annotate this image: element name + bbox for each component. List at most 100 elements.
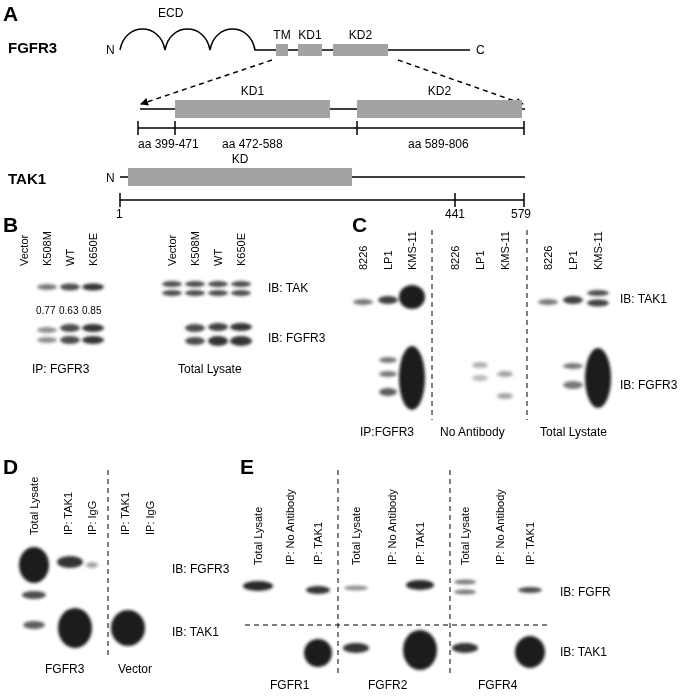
figure-label: IB: TAK bbox=[268, 281, 308, 295]
figure-ellipse bbox=[379, 388, 397, 396]
lane-label: 8226 bbox=[542, 246, 554, 270]
figure-ellipse bbox=[82, 336, 104, 344]
figure-ellipse bbox=[344, 586, 368, 591]
figure-label: aa 589-806 bbox=[408, 137, 469, 151]
figure-line bbox=[108, 470, 109, 655]
lane-label: K650E bbox=[87, 233, 99, 266]
domain-label: KD bbox=[232, 152, 249, 166]
figure-line bbox=[174, 121, 176, 135]
lane-label: IP: No Antibody bbox=[386, 489, 398, 565]
figure-ellipse bbox=[208, 281, 228, 287]
figure-ellipse bbox=[379, 371, 397, 377]
figure-ellipse bbox=[208, 290, 228, 296]
figure-ellipse bbox=[162, 281, 182, 287]
figure-label: IB: FGFR3 bbox=[620, 378, 677, 392]
domain-box: TM bbox=[276, 44, 288, 56]
figure-line bbox=[523, 121, 525, 135]
figure-ellipse bbox=[86, 562, 98, 568]
figure-label: C bbox=[476, 43, 485, 57]
figure-ellipse bbox=[185, 324, 205, 332]
figure-ellipse bbox=[82, 284, 104, 291]
lane-label: LP1 bbox=[382, 250, 394, 270]
domain-label: KD2 bbox=[349, 28, 372, 42]
lane-label: LP1 bbox=[474, 250, 486, 270]
figure-ellipse bbox=[515, 636, 545, 668]
protein-name: FGFR3 bbox=[8, 39, 57, 57]
figure-ellipse bbox=[306, 586, 330, 594]
figure-ellipse bbox=[538, 299, 558, 305]
lane-label: LP1 bbox=[567, 250, 579, 270]
figure-ellipse bbox=[231, 290, 251, 296]
figure-line bbox=[141, 60, 272, 104]
figure-line bbox=[137, 121, 139, 135]
lane-label: 8226 bbox=[449, 246, 461, 270]
figure-ellipse bbox=[454, 590, 476, 595]
figure-ellipse bbox=[58, 608, 92, 648]
figure-label: IP: FGFR3 bbox=[32, 362, 89, 376]
figure-ellipse bbox=[585, 348, 611, 408]
figure-ellipse bbox=[587, 290, 609, 296]
figure-ellipse bbox=[563, 363, 583, 369]
figure-label: N bbox=[106, 171, 115, 185]
figure-ellipse bbox=[185, 290, 205, 296]
lane-label: Vector bbox=[18, 235, 30, 266]
panel-letter: D bbox=[3, 455, 18, 479]
figure-line bbox=[119, 193, 121, 207]
lane-label: K650E bbox=[235, 233, 247, 266]
lane-label: Vector bbox=[166, 235, 178, 266]
figure-ellipse bbox=[57, 556, 83, 568]
figure-ellipse bbox=[497, 393, 513, 399]
lane-label: WT bbox=[64, 249, 76, 266]
figure-label: IB: TAK1 bbox=[172, 625, 219, 639]
figure-ellipse bbox=[230, 323, 252, 331]
figure-ellipse bbox=[60, 324, 80, 332]
figure-label: aa 399-471 bbox=[138, 137, 199, 151]
figure-label: IP:FGFR3 bbox=[360, 425, 414, 439]
domain-box: KD1 bbox=[175, 100, 330, 118]
figure-ellipse bbox=[304, 639, 332, 667]
figure-path bbox=[120, 29, 470, 50]
figure-ellipse bbox=[19, 547, 49, 583]
figure-label: FGFR1 bbox=[270, 678, 309, 692]
figure-line bbox=[356, 121, 358, 135]
figure-ellipse bbox=[343, 643, 369, 653]
figure-label: IB: FGFR3 bbox=[172, 562, 229, 576]
lane-label: IP: TAK1 bbox=[312, 522, 324, 565]
ratio-value: 0.85 bbox=[82, 305, 101, 317]
lane-label: WT bbox=[212, 249, 224, 266]
domain-label: KD1 bbox=[241, 84, 264, 98]
figure-ellipse bbox=[454, 580, 476, 585]
figure-line bbox=[138, 127, 524, 129]
figure-ellipse bbox=[472, 375, 488, 381]
lane-label: KMS-11 bbox=[406, 231, 418, 270]
figure-ellipse bbox=[37, 337, 57, 343]
lane-label: Total Lysate bbox=[28, 477, 40, 535]
lane-label: 8226 bbox=[357, 246, 369, 270]
figure-label: aa 472-588 bbox=[222, 137, 283, 151]
figure-ellipse bbox=[22, 591, 46, 599]
lane-label: IP: IgG bbox=[86, 501, 98, 535]
figure-ellipse bbox=[399, 346, 425, 410]
figure-line bbox=[432, 230, 433, 420]
figure-label: 579 bbox=[511, 207, 531, 221]
figure-line bbox=[338, 470, 339, 675]
figure-ellipse bbox=[23, 621, 45, 629]
panel-letter: C bbox=[352, 213, 367, 237]
figure-ellipse bbox=[208, 323, 228, 331]
domain-box: KD2 bbox=[357, 100, 522, 118]
figure-ellipse bbox=[406, 580, 434, 590]
figure-line bbox=[527, 230, 528, 420]
domain-label: TM bbox=[273, 28, 290, 42]
figure-label: IB: TAK1 bbox=[560, 645, 607, 659]
domain-label: KD1 bbox=[298, 28, 321, 42]
lane-label: IP: No Antibody bbox=[494, 489, 506, 565]
figure-ellipse bbox=[231, 281, 251, 287]
figure-ellipse bbox=[208, 336, 228, 346]
protein-schematic bbox=[120, 29, 525, 207]
figure-line bbox=[450, 470, 451, 675]
figure-ellipse bbox=[82, 324, 104, 332]
figure-label: FGFR4 bbox=[478, 678, 517, 692]
figure-line bbox=[398, 60, 523, 104]
figure-label: FGFR2 bbox=[368, 678, 407, 692]
